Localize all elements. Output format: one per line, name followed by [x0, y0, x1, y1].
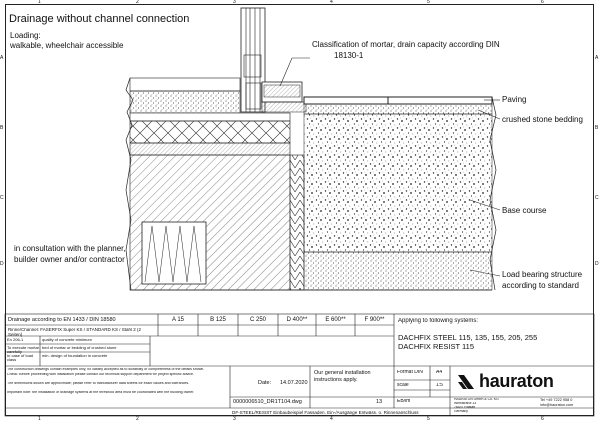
- tb-note-4: Important note: the installation of drai…: [7, 391, 195, 394]
- label-load-line2: according to standard: [502, 281, 579, 290]
- grid-col-1-bottom: 1: [38, 416, 41, 422]
- tb-systems-line1: DACHFIX STEEL 115, 135, 155, 205, 255: [398, 334, 538, 342]
- grid-col-5: 5: [427, 0, 430, 5]
- tb-contact-1: Tel +49 7222 958 0: [540, 398, 573, 402]
- grid-col-2: 2: [136, 0, 139, 5]
- tb-small-3b: min. design of foundation in concrete: [42, 354, 108, 358]
- label-paving: Paving: [502, 95, 527, 104]
- tb-note-2: Check: Before proceeding with installati…: [7, 373, 194, 376]
- grid-col-6: 6: [541, 0, 544, 5]
- grid-col-6-bottom: 6: [541, 416, 544, 422]
- grid-row-d: D: [0, 261, 4, 267]
- note-mortar-line1: Classification of mortar, drain capacity…: [312, 40, 500, 49]
- tb-small-1a: En 206-1: [7, 338, 24, 342]
- loading-value: walkable, wheelchair accessible: [10, 41, 124, 50]
- consult-line1: in consultation with the planner,: [14, 244, 126, 253]
- tb-systems-line2: DACHFIX RESIST 115: [398, 343, 474, 351]
- tb-general-note-2: instructions apply.: [314, 377, 358, 383]
- tb-format-label: Format DIN: [397, 370, 423, 375]
- tb-note-3: The dimensions shown are approximate; pl…: [7, 382, 190, 385]
- label-base-course: Base course: [502, 206, 547, 215]
- note-mortar-line2: 18130-1: [334, 51, 364, 60]
- tb-company-3: 76437 Rastatt: [454, 406, 476, 409]
- tb-general-note-1: Our general installation: [314, 370, 371, 376]
- logo-mark-icon: [457, 373, 475, 391]
- tb-small-2a: To execute mortar carefully: [7, 346, 39, 355]
- tb-channel: Rinne/Channel: FASERFIX Super KS / STAND…: [8, 328, 141, 337]
- grid-row-c: C: [0, 195, 4, 201]
- grid-col-1: 1: [38, 0, 41, 5]
- tb-load-e600: E 600**: [325, 317, 346, 323]
- tb-date-label: Date:: [258, 380, 272, 386]
- drawing-frame: [5, 4, 594, 416]
- tb-contact-2: info@hauraton.com: [540, 403, 574, 407]
- tb-company-4: Germany: [454, 410, 468, 413]
- tb-scale-value: 1:5: [436, 383, 443, 388]
- tb-drawing-number: 0000006510_DR1T104.dwg: [233, 399, 302, 405]
- grid-row-b-right: B: [595, 125, 599, 131]
- brand-name: hauraton: [479, 371, 554, 391]
- grid-row-a-right: A: [595, 55, 599, 61]
- tb-note-1: The construction drawings contain exampl…: [7, 368, 205, 371]
- grid-col-4-bottom: 4: [330, 416, 333, 422]
- tb-company-1: HAURATON GmbH & Co. KG: [454, 398, 499, 401]
- label-load-line1: Load bearing structure: [502, 270, 583, 279]
- loading-label: Loading:: [10, 31, 41, 40]
- tb-small-2b: bed of mortar or bedding of crushed ston…: [42, 346, 117, 350]
- grid-row-a: A: [0, 55, 4, 61]
- consult-line2: builder owner and/or contractor: [14, 255, 125, 264]
- grid-col-4: 4: [330, 0, 333, 5]
- tb-load-a15: A 15: [171, 317, 184, 323]
- tb-date-value: 14.07.2020: [280, 380, 308, 386]
- tb-editor: EB/lm: [397, 399, 411, 404]
- hauraton-logo: hauraton: [455, 370, 591, 396]
- grid-col-5-bottom: 5: [427, 416, 430, 422]
- grid-col-3-bottom: 3: [233, 416, 236, 422]
- tb-sheet-number: 13: [376, 399, 383, 405]
- grid-row-c-right: C: [595, 195, 599, 201]
- tb-small-1b: quality of concrete minimum: [42, 338, 92, 342]
- tb-company-2: Werkstraße 13: [454, 402, 477, 405]
- tb-load-b125: B 125: [210, 317, 226, 323]
- grid-col-3: 3: [233, 0, 236, 5]
- grid-col-2-bottom: 2: [136, 416, 139, 422]
- label-bedding: crushed stone bedding: [502, 115, 583, 124]
- tb-load-d400: D 400**: [286, 317, 308, 323]
- grid-row-d-right: D: [595, 261, 599, 267]
- tb-load-f900: F 900**: [364, 317, 385, 323]
- tb-format-value: A4: [436, 370, 443, 375]
- tb-small-3a: In case of load class: [7, 354, 34, 363]
- tb-scale-label: scale: [397, 383, 409, 388]
- tb-applies-title: Applying to following systems:: [398, 318, 479, 324]
- tb-load-c250: C 250: [249, 317, 266, 323]
- tb-standard: Drainage according to EN 1433 / DIN 1858…: [8, 317, 116, 323]
- drawing-title: Drainage without channel connection: [9, 13, 190, 25]
- tb-bottom-line: DF-STEEL/RESIST Einbaubeispiel Fassaden.…: [232, 410, 419, 415]
- grid-row-b: B: [0, 125, 4, 131]
